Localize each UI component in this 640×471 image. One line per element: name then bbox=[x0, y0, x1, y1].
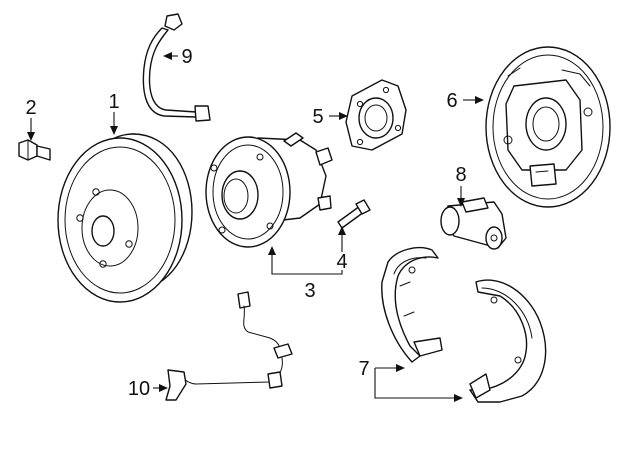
callout-8: 8 bbox=[455, 164, 466, 186]
bearing-flange bbox=[345, 79, 407, 151]
brake-shoe-lower bbox=[469, 279, 547, 403]
brake-hose bbox=[142, 13, 211, 122]
callout-7: 7 bbox=[358, 358, 369, 380]
callout-5: 5 bbox=[312, 106, 323, 128]
leader-lines bbox=[27, 52, 484, 402]
backing-plate bbox=[485, 46, 611, 208]
brake-shoe-upper bbox=[381, 246, 443, 363]
brake-drum bbox=[57, 133, 193, 303]
abs-sensor bbox=[165, 291, 293, 401]
callout-2: 2 bbox=[25, 97, 36, 119]
callout-10: 10 bbox=[128, 378, 150, 400]
callout-9: 9 bbox=[181, 46, 192, 68]
hub-bearing bbox=[205, 132, 333, 248]
wheel-stud bbox=[337, 199, 371, 229]
wheel-cylinder bbox=[440, 197, 507, 250]
callout-3: 3 bbox=[304, 280, 315, 302]
callout-1: 1 bbox=[108, 91, 119, 113]
callout-4: 4 bbox=[336, 251, 347, 273]
callout-6: 6 bbox=[446, 90, 457, 112]
lug-bolt bbox=[18, 139, 51, 161]
